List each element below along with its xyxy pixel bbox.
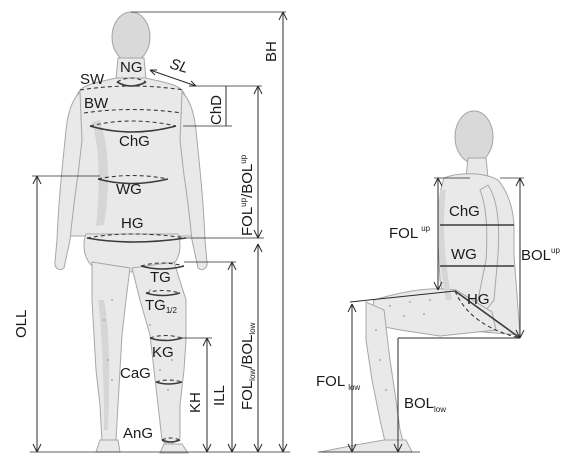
label-mid-thigh-girth-sub: 1/2 <box>166 306 178 315</box>
label-knee-girth: KG <box>152 344 174 361</box>
label-waist-girth: WG <box>116 181 142 198</box>
label-fol-low-main: FOL <box>239 381 256 410</box>
label-bol-low-main: /BOL <box>239 335 256 369</box>
label-bol-low-sub: low <box>248 322 257 334</box>
label-shoulder-width: SW <box>80 71 105 88</box>
label-thigh-girth: TG <box>150 269 171 286</box>
seated-label-bol-up-main: BOL <box>521 247 551 264</box>
label-bol-up-sup: up <box>239 154 248 163</box>
seated-label-fol-low-sub: low <box>348 383 360 392</box>
standing-head <box>112 12 150 62</box>
seated-head <box>455 111 493 163</box>
label-fol-up-main: FOL <box>239 207 256 236</box>
seated-label-chest-girth: ChG <box>449 203 480 220</box>
seated-label-fol-up-sup: up <box>421 224 430 233</box>
seated-label-waist-girth: WG <box>451 246 477 263</box>
label-shoulder-length: SL <box>168 56 190 77</box>
label-hip-girth: HG <box>121 215 144 232</box>
label-fol-low-sub: low <box>248 369 257 381</box>
seated-label-fol-low-main: FOL <box>316 373 345 390</box>
label-knee-height: KH <box>187 392 204 413</box>
label-chest-girth: ChG <box>119 133 150 150</box>
label-mid-thigh-girth-main: TG <box>145 297 166 314</box>
label-ankle-girth: AnG <box>123 425 153 442</box>
label-outside-leg: OLL <box>13 310 30 338</box>
label-fol-bol-low: FOLlow/BOLlow <box>239 322 257 410</box>
label-chest-depth: ChD <box>208 95 225 125</box>
seated-label-bol-low: BOLlow <box>404 395 446 414</box>
label-calf-girth: CaG <box>120 365 151 382</box>
label-body-height: BH <box>263 41 280 62</box>
seated-label-hip-girth: HG <box>467 291 490 308</box>
label-neck-girth: NG <box>120 59 143 76</box>
seated-label-fol-up-main: FOL <box>389 225 418 242</box>
label-bol-up-main: /BOL <box>239 164 256 198</box>
seated-label-bol-low-main: BOL <box>404 395 434 412</box>
standing-right-foot <box>96 440 120 452</box>
seated-label-bol-up-sup: up <box>551 246 560 255</box>
seated-label-bol-up: BOLup <box>521 246 560 264</box>
seated-label-bol-low-sub: low <box>434 405 446 414</box>
standing-right-leg <box>92 262 130 442</box>
label-inside-leg: ILL <box>211 385 228 406</box>
label-fol-bol-up: FOLup/BOLup <box>239 154 256 236</box>
label-bust-width: BW <box>84 95 109 112</box>
